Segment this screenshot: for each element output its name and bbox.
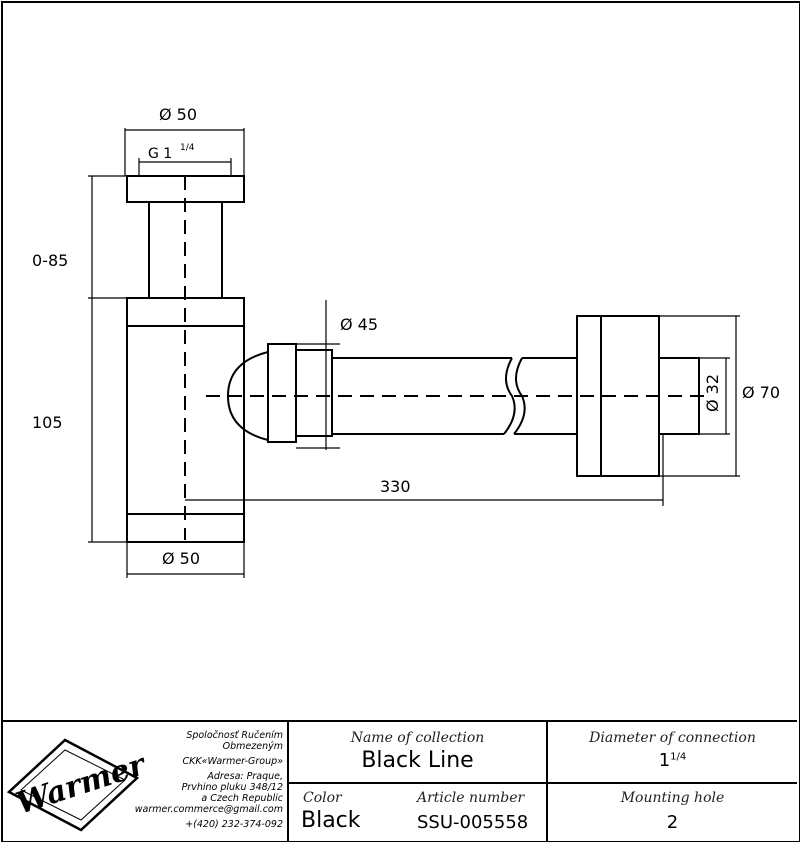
dim-thread-fraction: 1/4	[180, 143, 195, 153]
dim-thread: G 1	[148, 146, 172, 162]
siphon-drawing: Ø 50 G 1 1/4 0-85 105 Ø 50 Ø 45 330 Ø 32…	[32, 105, 780, 578]
company-line-3: Adresa: Praque,	[207, 771, 283, 782]
vertical-body	[126, 175, 245, 543]
company-line-5: a Czech Republic	[201, 793, 283, 804]
company-logo: Warmer	[5, 728, 151, 838]
dim-pipe-diameter: Ø 45	[340, 315, 378, 334]
article-label: Article number	[417, 790, 525, 806]
dim-height-adjust: 0-85	[32, 251, 68, 270]
company-line-4: Prvhino pluku 348/12	[181, 782, 283, 793]
diameter-label: Diameter of connection	[589, 730, 756, 746]
company-info: Spoločnosť Ručením Obmezeným CKK«Warmer-…	[123, 730, 283, 830]
collection-label: Name of collection	[350, 730, 485, 746]
company-phone: +(420) 232-374-092	[185, 819, 283, 830]
dim-flange-diameter: Ø 70	[742, 383, 780, 402]
warmer-logo-icon: Warmer	[6, 738, 151, 832]
title-block: Warmer Spoločnosť Ručením Obmezeným CKK«…	[3, 720, 797, 841]
dim-top-diameter: Ø 50	[159, 105, 197, 124]
horizontal-pipe	[206, 315, 706, 477]
company-line-2: CKK«Warmer-Group»	[182, 756, 283, 767]
pipe-nut-inner	[295, 349, 333, 437]
diameter-value-group: 11/4	[548, 750, 797, 771]
color-value: Black	[301, 808, 361, 833]
mounting-value: 2	[666, 812, 679, 833]
diameter-value: 1	[658, 750, 671, 771]
dim-outlet-diameter: Ø 32	[703, 374, 722, 412]
color-label: Color	[303, 790, 342, 806]
company-line-1: Spoločnosť Ručením Obmezeným	[186, 730, 283, 752]
mounting-label: Mounting hole	[620, 790, 725, 806]
dim-length: 330	[380, 477, 411, 496]
break-line-left	[503, 357, 516, 435]
pipe-nut-outer	[267, 343, 297, 443]
collection-value: Black Line	[361, 748, 474, 773]
company-email: warmer.commerce@gmail.com	[134, 804, 283, 815]
dim-body-height: 105	[32, 413, 63, 432]
dimension-lines	[88, 128, 740, 578]
article-value: SSU-005558	[417, 812, 529, 833]
dim-bottom-diameter: Ø 50	[162, 549, 200, 568]
diameter-fraction: 1/4	[670, 751, 687, 763]
